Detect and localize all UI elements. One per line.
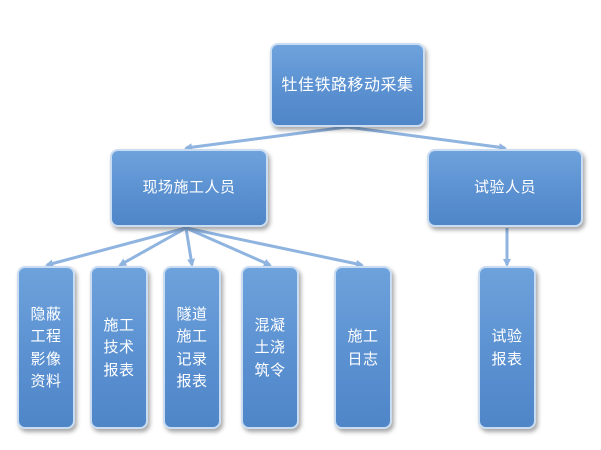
leaf-node-label: 施工 日志 [347,327,379,368]
group-node-label: 现场施工人员 [142,178,236,197]
connector-root-to-construction [184,125,348,152]
group-node-testing-staff: 试验人员 [427,149,583,227]
leaf-node-concealed-works-images: 隐蔽 工程 影像 资料 [17,266,75,429]
leaf-node-label: 施工 技术 报表 [103,315,135,379]
leaf-node-label: 隧道 施工 记录 报表 [176,304,208,391]
connector-construction-to-leaf5 [185,226,364,268]
leaf-node-tunnel-construction-record: 隧道 施工 记录 报表 [163,266,221,429]
leaf-node-label: 混凝 土浇 筑令 [254,315,286,379]
connector-construction-to-leaf1 [45,226,187,268]
leaf-node-label: 试验 报表 [491,327,523,368]
connector-construction-to-leaf3 [184,227,195,267]
connector-root-to-testing [346,125,507,152]
leaf-node-test-report: 试验 报表 [478,266,536,429]
leaf-node-construction-tech-report: 施工 技术 报表 [90,266,148,429]
connector-construction-to-leaf2 [118,226,187,267]
connector-construction-to-leaf4 [185,226,272,267]
leaf-node-concrete-pour-order: 混凝 土浇 筑令 [241,266,299,429]
root-node-label: 牡佳铁路移动采集 [281,75,414,95]
group-node-construction-staff: 现场施工人员 [110,149,268,227]
group-node-label: 试验人员 [473,178,536,197]
leaf-node-label: 隐蔽 工程 影像 资料 [30,304,62,391]
root-node: 牡佳铁路移动采集 [270,43,425,127]
leaf-node-construction-log: 施工 日志 [334,266,392,429]
